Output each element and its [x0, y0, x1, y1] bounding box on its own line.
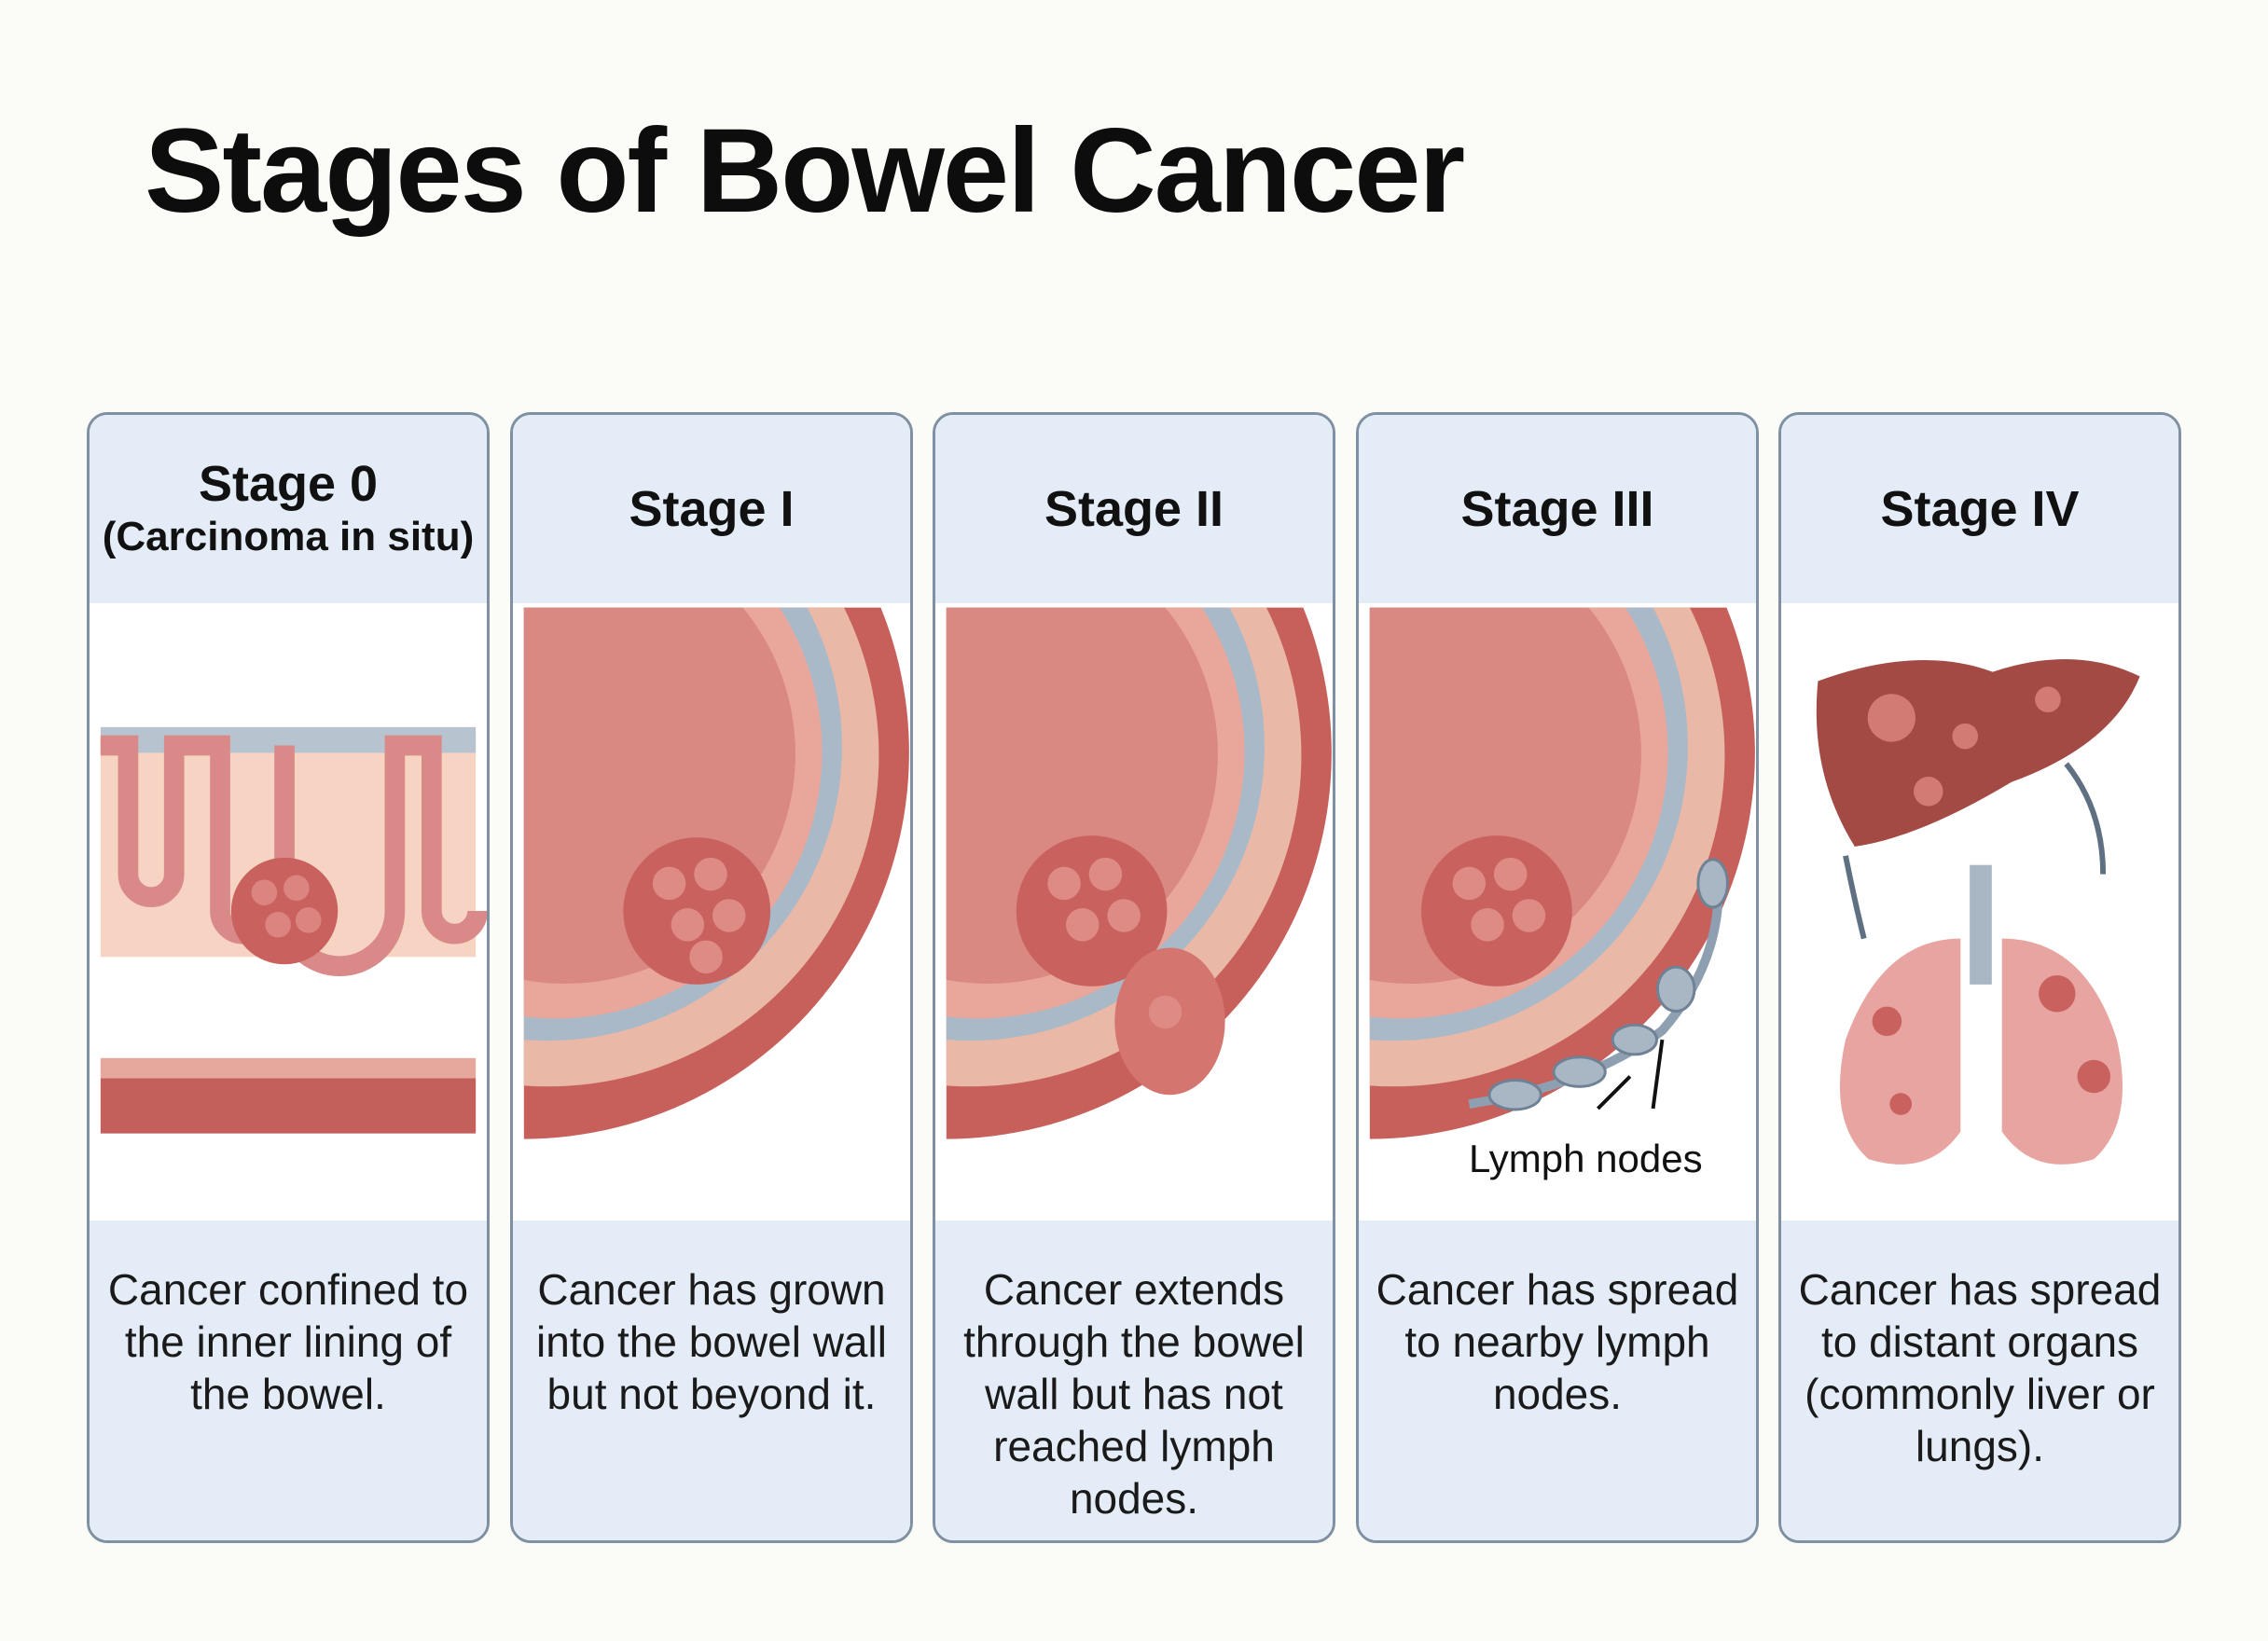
bowel-wall-illustration — [513, 603, 910, 1220]
carcinoma-in-situ-illustration — [90, 603, 487, 1220]
stage-1-panel: Stage I Cancer has grown into the bowel … — [510, 412, 913, 1543]
stage-title: Stage III — [1460, 481, 1654, 537]
stage-description-box: Cancer has spread to distant organs (com… — [1781, 1220, 2178, 1540]
stage-title: Stage II — [1044, 481, 1224, 537]
metastasis-illustration — [1781, 603, 2178, 1220]
stage-description-box: Cancer confined to the inner lining of t… — [90, 1220, 487, 1540]
stage-description: Cancer confined to the inner lining of t… — [107, 1265, 469, 1418]
stage-title: Stage IV — [1880, 481, 2080, 537]
lung-icon — [1839, 938, 1961, 1165]
stage-3-panel: Stage III Lymph nodes Cancer has spread … — [1356, 412, 1759, 1543]
arrow-icon — [2064, 762, 2107, 875]
stage-0-panel: Stage 0 (Carcinoma in situ) Cancer confi… — [87, 412, 490, 1543]
bowel-wall-illustration — [935, 603, 1333, 1220]
stage-header: Stage I — [513, 415, 910, 603]
lymph-nodes-label: Lymph nodes — [1469, 1137, 1703, 1180]
stage-header: Stage III — [1359, 415, 1756, 603]
stage-description: Cancer extends through the bowel wall bu… — [963, 1265, 1305, 1523]
liver-icon — [1816, 658, 2140, 847]
stage-title: Stage I — [629, 481, 795, 537]
tumor-icon — [230, 857, 339, 965]
stage-header: Stage 0 (Carcinoma in situ) — [90, 415, 487, 603]
stage-header: Stage IV — [1781, 415, 2178, 603]
lymph-node-illustration: Lymph nodes — [1359, 603, 1756, 1220]
stage-description-box: Cancer has spread to nearby lymph nodes. — [1359, 1220, 1756, 1540]
stage-description: Cancer has grown into the bowel wall but… — [536, 1265, 887, 1418]
arrow-icon — [1596, 1039, 1665, 1110]
stage-header: Stage II — [935, 415, 1333, 603]
tumor-icon — [1421, 835, 1572, 986]
lung-icon — [2001, 938, 2123, 1165]
stage-description: Cancer has spread to distant organs (com… — [1798, 1265, 2162, 1470]
stage-4-panel: Stage IV Cancer has spread to distant or… — [1778, 412, 2181, 1543]
stage-description-box: Cancer extends through the bowel wall bu… — [935, 1220, 1333, 1540]
stage-2-panel: Stage II Cancer extends through the bowe… — [933, 412, 1335, 1543]
stage-subtitle: (Carcinoma in situ) — [102, 514, 475, 559]
stage-title: Stage 0 — [198, 456, 379, 512]
lymph-node-icon — [1487, 858, 1729, 1111]
stage-description: Cancer has spread to nearby lymph nodes. — [1376, 1265, 1739, 1418]
stage-description-box: Cancer has grown into the bowel wall but… — [513, 1220, 910, 1540]
arrow-icon — [1843, 855, 1867, 940]
page-title: Stages of Bowel Cancer — [145, 104, 1465, 238]
